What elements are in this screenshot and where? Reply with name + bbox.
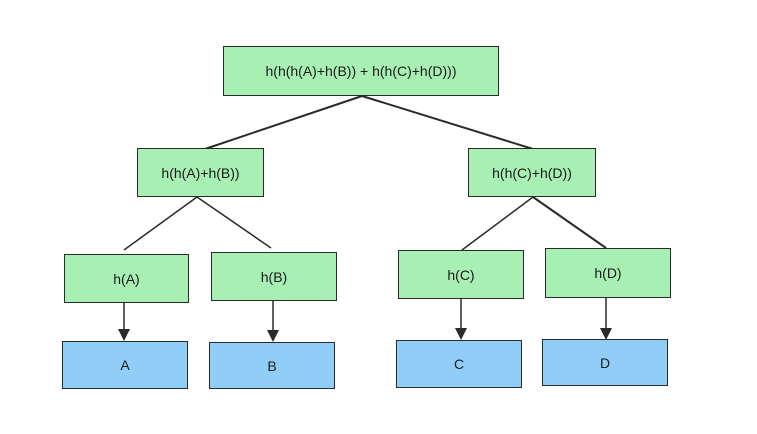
inner-hash-label-right: h(h(C)+h(D))	[492, 164, 572, 181]
root-hash-node: h(h(h(A)+h(B)) + h(h(C)+h(D)))	[223, 46, 499, 96]
leaf-hash-node-d: h(D)	[545, 248, 671, 298]
data-block-b: B	[209, 342, 335, 389]
leaf-hash-label-a: h(A)	[113, 270, 140, 287]
edge-root-left	[204, 95, 363, 150]
edge-inner-right-to-hD	[532, 196, 607, 249]
leaf-hash-node-a: h(A)	[64, 254, 189, 303]
data-block-d: D	[542, 339, 668, 386]
data-block-c: C	[396, 340, 522, 388]
inner-hash-node-right: h(h(C)+h(D))	[468, 148, 596, 197]
data-block-label-c: C	[453, 356, 465, 372]
edge-root-right	[361, 95, 534, 150]
edge-inner-left-to-hB	[196, 196, 272, 249]
leaf-hash-node-c: h(C)	[398, 250, 524, 299]
leaf-hash-label-b: h(B)	[260, 268, 288, 285]
edge-inner-left-to-hA	[123, 196, 198, 251]
data-block-label-d: D	[599, 354, 611, 371]
data-block-label-b: B	[267, 357, 277, 374]
edge-inner-right-to-hC	[461, 196, 534, 251]
leaf-hash-node-b: h(B)	[211, 252, 337, 301]
inner-hash-label-left: h(h(A)+h(B))	[161, 164, 240, 181]
root-hash-label: h(h(h(A)+h(B)) + h(h(C)+h(D)))	[265, 63, 457, 79]
leaf-hash-label-c: h(C)	[447, 266, 475, 283]
leaf-hash-label-d: h(D)	[594, 265, 622, 281]
data-block-a: A	[62, 341, 188, 389]
inner-hash-node-left: h(h(A)+h(B))	[137, 148, 264, 197]
data-block-label-a: A	[120, 357, 130, 373]
